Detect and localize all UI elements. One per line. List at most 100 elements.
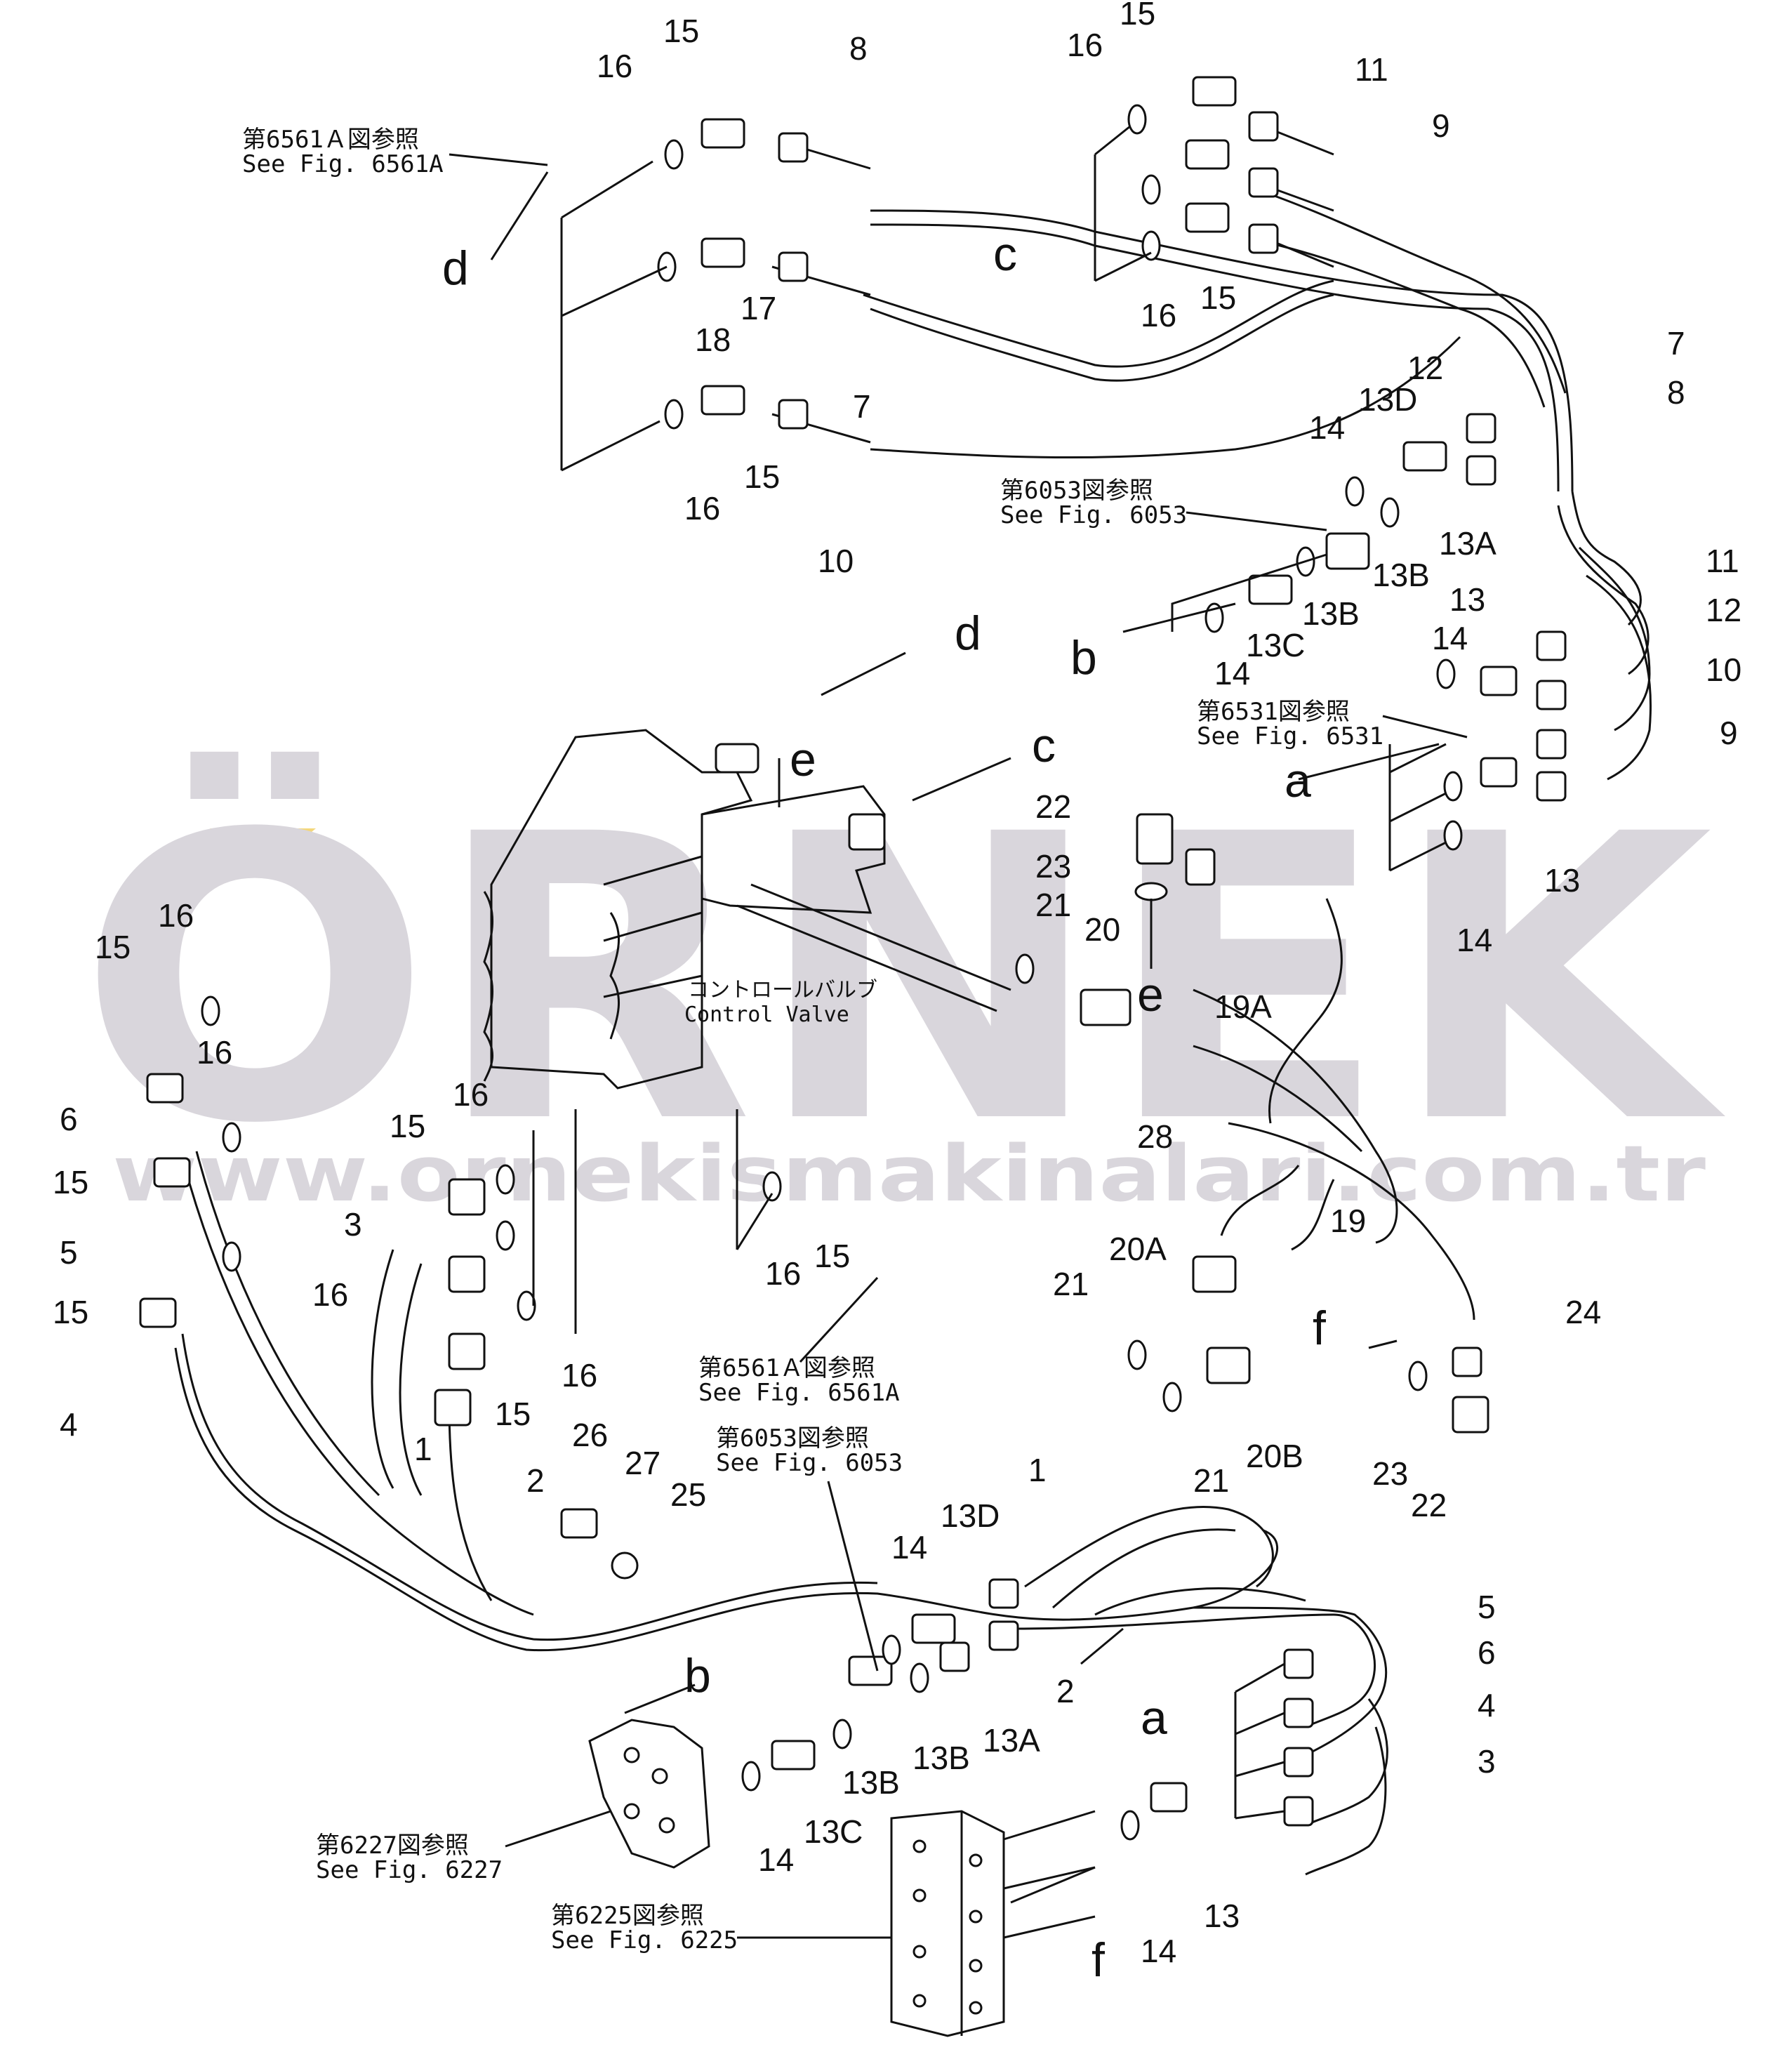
- reference-6053-en: See Fig. 6053: [1000, 501, 1187, 529]
- part-number: 3: [1478, 1743, 1496, 1780]
- part-number: 24: [1565, 1294, 1601, 1330]
- part-number: 4: [1478, 1687, 1496, 1723]
- part-number: 21: [1053, 1266, 1089, 1302]
- connection-letter: b: [1070, 631, 1097, 684]
- control-valve-body: [483, 729, 1011, 1090]
- control-valve-label-en: Control Valve: [684, 1002, 849, 1027]
- connection-letter: d: [955, 607, 981, 660]
- part-number: 15: [663, 13, 699, 49]
- part-number: 18: [695, 322, 731, 358]
- part-number: 4: [60, 1406, 78, 1443]
- control-valve-label-jp: コントロールバルブ: [688, 978, 877, 1002]
- part-number: 10: [1706, 651, 1741, 688]
- part-number: 1: [414, 1431, 432, 1467]
- watermark: ÖRNEK www.ornekismakinalari.com.tr: [77, 748, 1728, 1219]
- part-number: 2: [526, 1462, 545, 1499]
- part-number: 5: [1478, 1589, 1496, 1625]
- part-number: 13B: [1372, 557, 1430, 593]
- part-number: 9: [1432, 107, 1450, 144]
- watermark-url: www.ornekismakinalari.com.tr: [112, 1129, 1706, 1219]
- part-number: 16: [1067, 27, 1103, 63]
- reference-labels: 第6561Ａ図参照 See Fig. 6561A 第6053図参照 See Fi…: [242, 126, 1383, 1954]
- leader-lines: [449, 153, 1468, 1939]
- part-number: 15: [744, 458, 780, 495]
- reference-6531-jp: 第6531図参照: [1197, 698, 1350, 726]
- reference-6561a-jp: 第6561Ａ図参照: [242, 126, 419, 154]
- part-number: 7: [853, 388, 871, 425]
- part-number: 7: [1667, 325, 1685, 362]
- part-number: 16: [312, 1276, 348, 1313]
- part-number-callouts: 16 15 8 16 15 11 9 15 16 17 18 7 16 15 1…: [53, 0, 1741, 1969]
- part-number: 16: [197, 1034, 232, 1071]
- part-number: 25: [670, 1476, 706, 1513]
- reference-6227-en: See Fig. 6227: [316, 1856, 503, 1884]
- connection-letter: d: [442, 241, 469, 295]
- part-number: 13B: [912, 1740, 970, 1776]
- part-number: 16: [765, 1255, 801, 1292]
- part-number: 13B: [1302, 595, 1360, 632]
- connection-letter: c: [993, 227, 1017, 281]
- part-number: 2: [1056, 1673, 1075, 1709]
- part-number: 13: [1544, 862, 1580, 899]
- bracket-lines: [532, 125, 1447, 1939]
- reference-6561a-en-lower: See Fig. 6561A: [698, 1379, 900, 1407]
- part-number: 13A: [1439, 525, 1496, 562]
- part-number: 20A: [1109, 1231, 1167, 1267]
- part-number: 21: [1035, 887, 1071, 923]
- part-number: 14: [1141, 1933, 1176, 1969]
- part-number: 28: [1137, 1118, 1173, 1155]
- part-number: 1: [1028, 1452, 1047, 1488]
- part-number: 8: [849, 30, 868, 67]
- part-number: 15: [390, 1108, 425, 1144]
- part-number: 15: [1120, 0, 1155, 32]
- connection-letter: e: [1137, 968, 1164, 1021]
- reference-6561a-jp-lower: 第6561Ａ図参照: [698, 1354, 875, 1382]
- part-number: 19: [1330, 1203, 1366, 1239]
- reference-6531-en: See Fig. 6531: [1197, 722, 1383, 750]
- part-number: 16: [562, 1357, 597, 1394]
- watermark-umlaut-left: [154, 828, 239, 863]
- reference-6053-en-lower: See Fig. 6053: [716, 1449, 903, 1477]
- part-number: 23: [1035, 848, 1071, 885]
- part-number: 17: [741, 290, 776, 326]
- part-number: 16: [453, 1076, 489, 1113]
- part-number: 15: [95, 929, 131, 965]
- part-number: 13D: [941, 1497, 1000, 1534]
- part-number: 21: [1193, 1462, 1229, 1499]
- reference-6053-jp: 第6053図参照: [1000, 477, 1153, 505]
- part-number: 26: [572, 1417, 608, 1453]
- connection-letter: a: [1141, 1691, 1167, 1745]
- part-number: 6: [60, 1101, 78, 1137]
- reference-6227-jp: 第6227図参照: [316, 1832, 469, 1860]
- part-number: 20B: [1246, 1438, 1303, 1474]
- part-number: 23: [1372, 1455, 1408, 1492]
- part-number: 14: [1456, 922, 1492, 958]
- part-number: 19A: [1214, 988, 1272, 1025]
- part-number: 16: [1141, 297, 1176, 333]
- part-number: 15: [53, 1164, 88, 1200]
- part-number: 13A: [983, 1722, 1040, 1759]
- part-number: 15: [1200, 279, 1236, 316]
- part-number: 22: [1411, 1487, 1447, 1523]
- part-number: 12: [1407, 350, 1443, 386]
- hose-group-top: [771, 125, 1652, 781]
- watermark-umlaut-right: [246, 828, 316, 863]
- part-number: 13C: [804, 1813, 863, 1850]
- part-number: 15: [53, 1294, 88, 1330]
- part-number: 22: [1035, 788, 1071, 825]
- connection-letter: b: [684, 1649, 711, 1702]
- reference-6225-en: See Fig. 6225: [551, 1926, 738, 1954]
- part-number: 6: [1478, 1634, 1496, 1671]
- hose-group-bottom: [174, 898, 1475, 1876]
- part-number: 12: [1706, 592, 1741, 628]
- reference-6561a-en: See Fig. 6561A: [242, 150, 444, 178]
- part-number: 16: [597, 48, 632, 84]
- part-number: 11: [1706, 543, 1739, 579]
- part-number: 9: [1720, 715, 1738, 751]
- part-number: 14: [1309, 409, 1345, 446]
- part-number: 15: [814, 1238, 850, 1274]
- part-number: 13: [1449, 581, 1485, 618]
- connection-letters: d c b a d e c e f b a f: [442, 227, 1326, 1987]
- part-number: 14: [1432, 620, 1468, 656]
